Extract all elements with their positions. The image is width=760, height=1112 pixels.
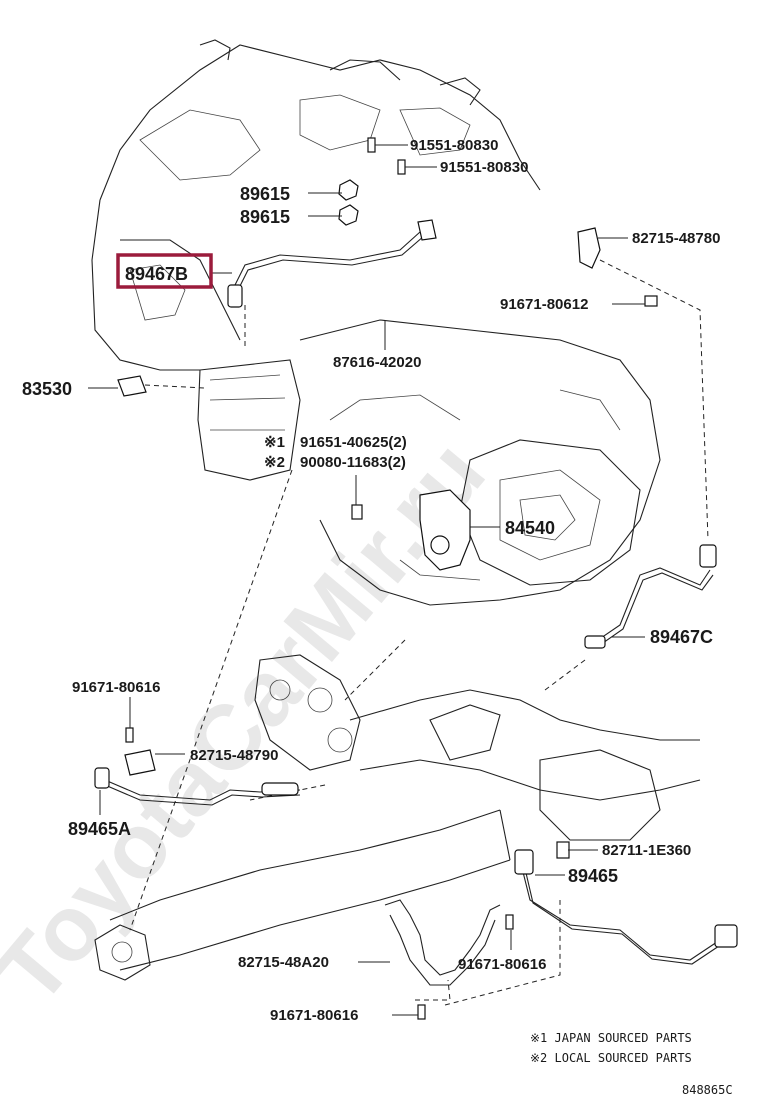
part-label-91551-a[interactable]: 91551-80830	[410, 137, 498, 154]
part-label-82715-48790[interactable]: 82715-48790	[190, 747, 278, 764]
bracket-82715-48780-drawing	[577, 227, 658, 307]
part-label-82715-48780[interactable]: 82715-48780	[632, 230, 720, 247]
sensor-83530-drawing	[117, 375, 147, 397]
highlight-box-89467b	[116, 253, 213, 289]
part-label-91551-b[interactable]: 91551-80830	[440, 159, 528, 176]
part-label-87616[interactable]: 87616-42020	[333, 354, 421, 371]
part-label-91671-80616-b[interactable]: 91671-80616	[458, 956, 546, 973]
switch-84540-drawing	[351, 489, 471, 571]
part-label-91671-80616-a[interactable]: 91671-80616	[72, 679, 160, 696]
part-label-91651[interactable]: 91651-40625(2)	[300, 434, 407, 451]
note-mark-2: ※2	[264, 454, 285, 471]
part-label-82715-48a20[interactable]: 82715-48A20	[238, 954, 329, 971]
footnote-japan: ※1 JAPAN SOURCED PARTS	[530, 1031, 692, 1045]
part-label-84540[interactable]: 84540	[505, 518, 555, 538]
note-mark-1: ※1	[264, 434, 285, 451]
part-label-89615-b[interactable]: 89615	[240, 207, 290, 227]
part-label-89465[interactable]: 89465	[568, 866, 618, 886]
sensor-89467b-drawing	[227, 219, 437, 308]
part-label-89467b[interactable]: 89467B	[125, 264, 188, 284]
engine-block-drawing	[91, 39, 661, 606]
exhaust-drawing	[94, 654, 701, 986]
sensor-89465a-drawing	[94, 727, 301, 806]
knock-sensors-drawing	[338, 137, 406, 226]
part-label-91671-80612[interactable]: 91671-80612	[500, 296, 588, 313]
part-label-89467c[interactable]: 89467C	[650, 627, 713, 647]
footnotes: ※1 JAPAN SOURCED PARTS ※2 LOCAL SOURCED …	[530, 1031, 733, 1097]
part-label-90080[interactable]: 90080-11683(2)	[300, 454, 406, 471]
part-label-82711[interactable]: 82711-1E360	[602, 842, 691, 859]
part-label-89615-a[interactable]: 89615	[240, 184, 290, 204]
figure-code: 848865C	[682, 1083, 733, 1097]
leader-lines	[88, 144, 645, 1016]
guide-lines	[129, 259, 709, 1006]
footnote-local: ※2 LOCAL SOURCED PARTS	[530, 1051, 692, 1065]
part-labels: 91551-80830 91551-80830 89615 89615 8946…	[22, 137, 720, 1024]
sensor-89467c-drawing	[584, 544, 717, 649]
sensor-89465-drawing	[417, 841, 738, 1020]
part-label-89465a[interactable]: 89465A	[68, 819, 131, 839]
part-label-83530[interactable]: 83530	[22, 379, 72, 399]
part-label-91671-80616-c[interactable]: 91671-80616	[270, 1007, 358, 1024]
